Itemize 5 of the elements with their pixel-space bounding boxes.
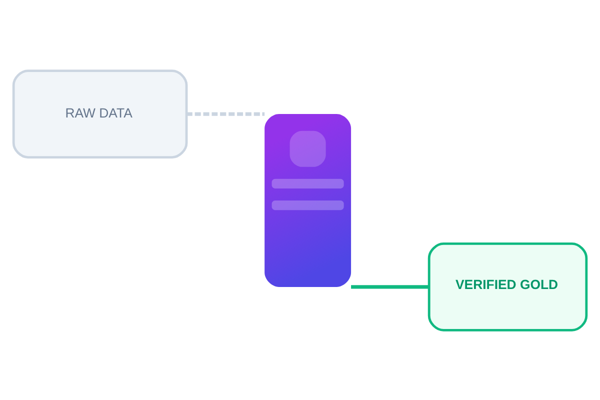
node-box: RAW DATA: [12, 69, 188, 158]
node-box: VERIFIED GOLD: [428, 242, 588, 331]
connector: [186, 112, 265, 116]
connector: [351, 284, 430, 288]
node-picture: [264, 114, 352, 286]
